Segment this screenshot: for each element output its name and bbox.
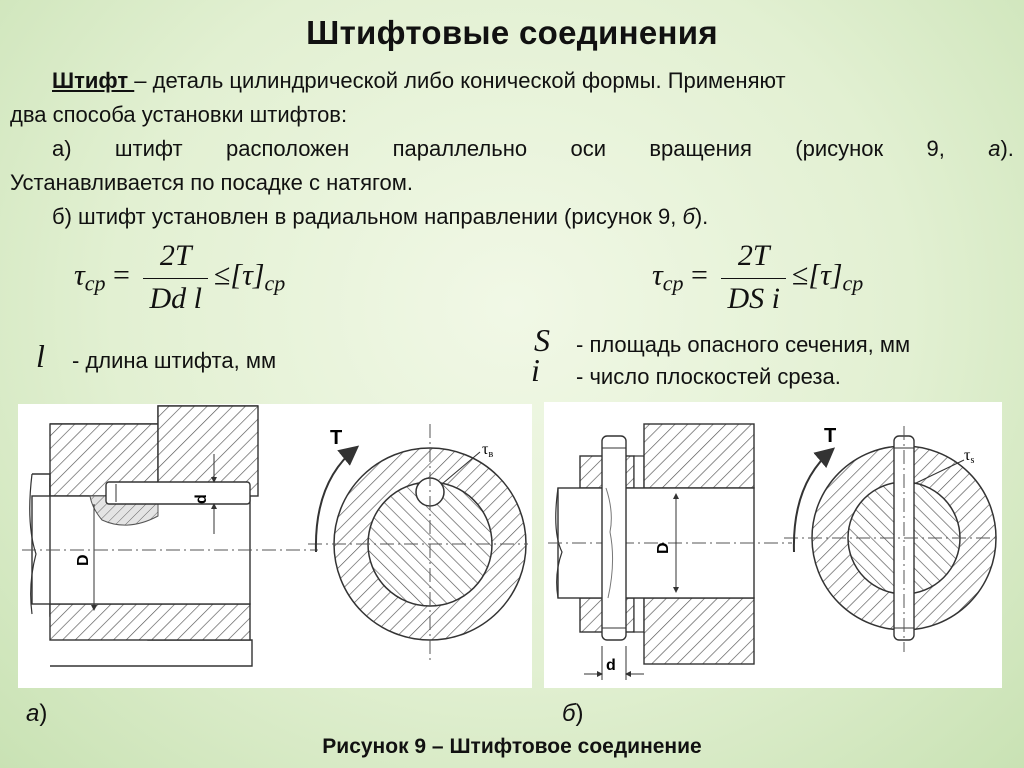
formula-a-numerator: 2T	[143, 238, 208, 279]
item-a-ref: а).	[988, 132, 1014, 166]
item-a-letter: а	[988, 136, 1001, 161]
figure-a-paren: )	[39, 700, 48, 727]
item-a-word: оси	[570, 136, 606, 161]
figure-b-drawing: D d τs T	[548, 423, 1000, 680]
item-a-word: вращения	[649, 136, 752, 161]
term-pin: Штифт	[52, 68, 135, 93]
figure-a-tau-symbol: τ	[482, 441, 489, 458]
figure-a-D-label: D	[75, 554, 92, 566]
intro-text-1: – деталь цилиндрической либо конической …	[134, 68, 786, 93]
item-b-line: б) штифт установлен в радиальном направл…	[52, 200, 708, 234]
formula-b-eq: =	[683, 258, 716, 292]
legend-s-symbol: S	[534, 322, 550, 358]
formula-b-bracket: [τ]	[808, 258, 843, 292]
formula-a-tau: τ	[74, 258, 85, 292]
legend-i-desc: - число плоскостей среза.	[576, 364, 841, 389]
item-a-line-1: а) штифт расположен параллельно оси вращ…	[52, 132, 1014, 166]
item-a-word: а)	[52, 136, 72, 161]
item-b-text: б) штифт установлен в радиальном направл…	[52, 204, 683, 229]
item-a-tail: ).	[1000, 136, 1014, 161]
figure-b-paren: )	[575, 700, 584, 727]
figure-b-tau-sub: s	[970, 455, 974, 466]
figure-b-tau-symbol: τ	[964, 447, 971, 464]
figure-b-torque: T	[824, 425, 836, 447]
figure-b-d-label: d	[606, 657, 616, 674]
figure-a-tau-sub: в	[488, 449, 493, 460]
item-b-letter: б	[682, 204, 695, 229]
legend-l-desc: - длина штифта, мм	[72, 348, 277, 373]
item-a-word: (рисунок	[795, 136, 884, 161]
figure-b-letter: б	[562, 700, 576, 727]
figure-b-tau: τs	[964, 447, 974, 466]
item-a-line-2: Устанавливается по посадке с натягом.	[10, 170, 414, 195]
item-a-word: 9,	[926, 136, 945, 161]
figure-a-torque: T	[330, 427, 342, 449]
formula-b-sub: cp	[662, 270, 684, 296]
item-a-word: штифт	[114, 136, 183, 161]
legend-l-symbol: l	[36, 338, 45, 374]
formula-a-denominator: Dd l	[149, 282, 202, 315]
item-a-word: параллельно	[392, 136, 528, 161]
intro-line-2: два способа установки штифтов:	[10, 102, 348, 127]
formula-a-sub2: cp	[264, 270, 286, 296]
intro-line-1: Штифт – деталь цилиндрической либо конич…	[52, 64, 786, 98]
formula-a-le: ≤	[213, 258, 231, 292]
figure-b-label: б)	[562, 700, 584, 728]
formula-b-sub2: cp	[842, 270, 864, 296]
formula-b-denominator: DS i	[727, 282, 780, 315]
formula-b-tau: τ	[652, 258, 663, 292]
figure-b-D-label: D	[655, 542, 672, 554]
figure-a-panel: d D τв T	[18, 404, 532, 688]
figure-a-tau: τв	[482, 441, 493, 460]
item-b-tail: ).	[694, 204, 709, 229]
formula-a-bracket: [τ]	[230, 258, 265, 292]
formula-b-le: ≤	[791, 258, 809, 292]
figure-b-panel: D d τs T	[544, 402, 1002, 688]
figure-a-label: а)	[26, 700, 47, 728]
figure-a-drawing: d D τв T	[22, 405, 528, 667]
figure-a-d-label: d	[193, 494, 210, 504]
figure-a-letter: а	[26, 700, 40, 727]
item-a-word: расположен	[225, 136, 350, 161]
formula-a-eq: =	[105, 258, 138, 292]
formula-b-numerator: 2T	[721, 238, 786, 279]
formula-a-sub: cp	[84, 270, 106, 296]
figure-caption: Рисунок 9 – Штифтовое соединение	[322, 735, 702, 758]
legend-i-symbol: i	[531, 352, 540, 388]
slide-title: Штифтовые соединения	[306, 14, 718, 51]
legend-s-desc: - площадь опасного сечения, мм	[576, 332, 911, 357]
